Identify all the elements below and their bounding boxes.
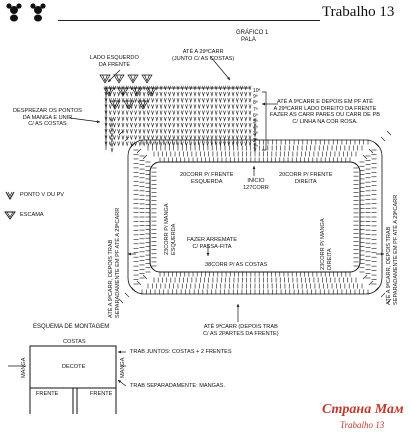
yoke-right-col xyxy=(365,155,371,279)
upper-stitch-row xyxy=(104,98,252,103)
row-number: 9ª xyxy=(253,94,258,101)
corner-increase xyxy=(118,274,148,304)
label-sleeve-right: 23CORR P/ MANGA DIREITA xyxy=(320,218,333,270)
shell-stitch xyxy=(117,87,129,97)
assembly-note-separate: TRAB SEPARADAMENTE: MANGAS. xyxy=(130,383,226,389)
shell-stitch xyxy=(109,100,121,110)
arrow-right-vertical-head xyxy=(381,252,384,256)
shell-stitch xyxy=(137,100,149,110)
assembly-manga-right: MANGA xyxy=(120,357,126,378)
outer-chain-outline xyxy=(127,139,383,295)
upper-block-edge xyxy=(105,87,250,150)
shell-stitch xyxy=(141,74,153,84)
chart-title: GRÁFICO 1 xyxy=(236,30,269,36)
corner-increase xyxy=(362,130,392,160)
left-front-strip xyxy=(110,117,114,153)
arrow-start-head xyxy=(252,166,256,169)
row-number: 10ª xyxy=(253,88,261,94)
watermark-logo: Страна Мам xyxy=(322,402,404,417)
legend-label-point-v: PONTO V OU PV xyxy=(20,192,65,198)
page-title: Trabalho 13 xyxy=(322,4,395,20)
row-number: 6ª xyxy=(253,112,258,119)
header-rule xyxy=(58,20,320,21)
yoke-top-row xyxy=(153,151,357,157)
assembly-arrow-separate-head xyxy=(118,380,122,383)
shell-stitch xyxy=(127,74,139,84)
row-number: 8ª xyxy=(253,100,258,107)
yoke-bottom-row xyxy=(147,283,363,289)
upper-stitch-row xyxy=(104,135,252,141)
arrow-despise-head xyxy=(96,120,100,123)
label-right-vertical: ATÉ A 9ªCARR, DEPOIS TRAB SEPARADAMENTE … xyxy=(386,194,399,305)
corner-increase xyxy=(362,274,392,304)
shell-icon xyxy=(4,211,16,220)
rows-bracket xyxy=(262,91,267,151)
assembly-note-joint: TRAB JUNTOS: COSTAS + 2 FRENTES xyxy=(130,349,232,355)
assembly-costas: COSTAS xyxy=(63,339,86,345)
assembly-frente-left: FRENTE xyxy=(36,391,59,397)
row-number: 1ª xyxy=(253,143,258,150)
yoke-right-col xyxy=(353,167,359,267)
arrow-row29-head xyxy=(227,76,230,80)
arrow-left-vertical-head xyxy=(128,252,131,256)
assembly-title: ESQUEMA DE MONTAGEM xyxy=(33,324,110,330)
upper-stitch-row xyxy=(104,116,252,122)
inner-chain-outline xyxy=(149,161,361,273)
arrow-finish-head xyxy=(206,253,210,256)
arrow-right-side-head xyxy=(262,102,265,106)
upper-stitch-row xyxy=(104,91,252,97)
row-number: 3ª xyxy=(253,131,258,138)
label-despise: DESPREZAR OS PONTOS DA MANGA E UNIR C/ A… xyxy=(13,108,82,128)
chart-subtitle: PALA xyxy=(241,37,256,43)
label-start: INÍCIO 127CORR xyxy=(243,178,269,191)
label-front-right-corr: 20CORR P/ FRENTE DIREITA xyxy=(279,172,333,185)
shell-stitch xyxy=(113,74,125,84)
label-left-front: LADO ESQUERDO DA FRENTE xyxy=(90,55,139,68)
arrow-row29 xyxy=(209,55,231,81)
yoke-left-col xyxy=(151,167,157,267)
shell-stitch xyxy=(131,87,143,97)
yoke-left-col xyxy=(133,149,139,285)
upper-stitch-row xyxy=(104,85,252,91)
yoke-left-col xyxy=(139,155,145,279)
shell-stitch xyxy=(145,87,157,97)
arrow-left-front-head xyxy=(108,78,112,82)
label-finish: FAZER ARREMATE C/ PASSA-FITA xyxy=(187,237,237,250)
label-row29-join: ATÉ A 29ªCARR (JUNTO C/ AS COSTAS) xyxy=(172,49,235,62)
label-front-left-corr: 20CORR P/ FRENTE ESQUERDA xyxy=(180,172,234,185)
right-front-strip xyxy=(253,117,257,153)
yoke-right-col xyxy=(371,149,377,285)
yoke-top-row xyxy=(147,145,363,151)
shell-stitch xyxy=(123,100,135,110)
yoke-bottom-row xyxy=(153,277,357,283)
arrow-despise xyxy=(69,117,101,123)
label-left-vertical: ATÉ A 9ªCARR, DEPOIS TRAB SEPARADAMENTE … xyxy=(108,207,121,318)
label-sleeve-left: 23CORR P/ MANGA ESQUERDA xyxy=(164,203,177,255)
assembly-decote: DECOTE xyxy=(62,364,86,370)
label-bottom-rows: ATÉ 9ªCARR (DEPOIS TRAB C/ AS 2PARTES DA… xyxy=(203,324,279,337)
watermark-sub: Trabalho 13 xyxy=(340,420,385,430)
shell-stitch xyxy=(99,74,111,84)
row-number: 7ª xyxy=(253,106,258,113)
row-number: 4ª xyxy=(253,125,258,132)
assembly-manga-left: MANGA xyxy=(21,357,27,378)
label-right-side: ATÉ A 9ªCARR E DEPOIS EM PF ATÉ A 29ªCAR… xyxy=(270,99,380,125)
row-number: 5ª xyxy=(253,119,258,125)
upper-stitch-row xyxy=(104,110,252,116)
row-number: 2ª xyxy=(253,137,258,144)
mice-logo xyxy=(6,3,46,22)
legend-label-shell: ESCAMA xyxy=(20,212,44,218)
assembly-frente-right: FRENTE xyxy=(90,391,113,397)
assembly-arrow-joint-head xyxy=(118,350,121,354)
upper-stitch-row xyxy=(104,122,252,128)
arrow-bottom-rows-head xyxy=(236,304,240,307)
point-v-icon xyxy=(5,191,15,200)
label-back-corr: 38CORR P/ AS COSTAS xyxy=(205,262,268,268)
upper-stitch-row xyxy=(104,129,252,134)
shell-stitch xyxy=(103,87,115,97)
